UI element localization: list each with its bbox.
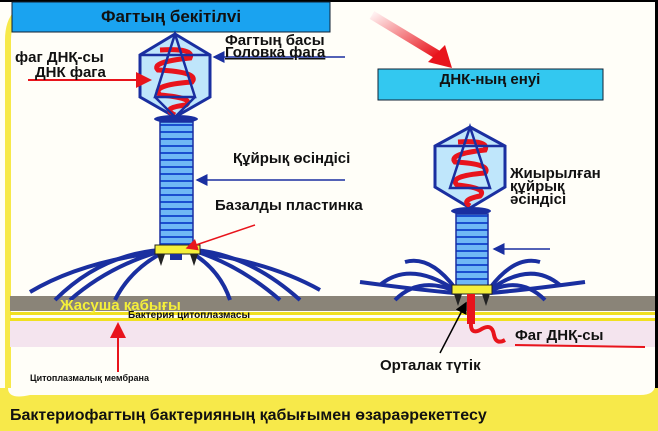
label-dna-kz: фаг ДНҚ-сы: [15, 49, 104, 66]
label-tail-sheath: Құйрық өсіндісі: [233, 150, 350, 167]
label-dna-ru: ДНК фага: [35, 64, 107, 81]
tail-sheath: [159, 121, 194, 247]
red-arrow: [369, 11, 441, 59]
phage-contracted: [359, 122, 586, 344]
label-base-plate: Базалды пластинка: [215, 197, 363, 214]
central-tube: [467, 294, 475, 324]
label-cell-wall: Жасуша қабығы: [59, 297, 181, 314]
label-head-kz: Фагтың басы: [225, 32, 325, 49]
label-central-tube: Орталак түтік: [380, 357, 481, 374]
title-attachment: Фагтың бекітілvі: [101, 7, 241, 26]
title-dna-entry: ДНК-ның енуі: [440, 71, 541, 88]
label-phage-dna: Фаг ДНҚ-сы: [515, 327, 603, 344]
label-membrane: Цитоплазмалық мембрана: [30, 373, 150, 383]
caption: Бактериофагтың бактерияның қабығымен өза…: [10, 407, 487, 424]
label-cytoplasm: Бактерия цитоплазмасы: [128, 310, 250, 321]
label-contracted-2: құйрық: [510, 178, 565, 195]
label-head-ru: Головка фага: [225, 44, 326, 61]
phage-attached: [28, 29, 321, 302]
label-contracted-3: әсіндісі: [510, 191, 566, 208]
title-bar: [11, 1, 331, 33]
caption-band: [0, 388, 658, 431]
injected-dna: [468, 321, 506, 344]
cell-wall-layer: [10, 296, 655, 311]
label-contracted-1: Жиырылған: [509, 165, 601, 182]
dna-entry-box: [377, 68, 604, 101]
